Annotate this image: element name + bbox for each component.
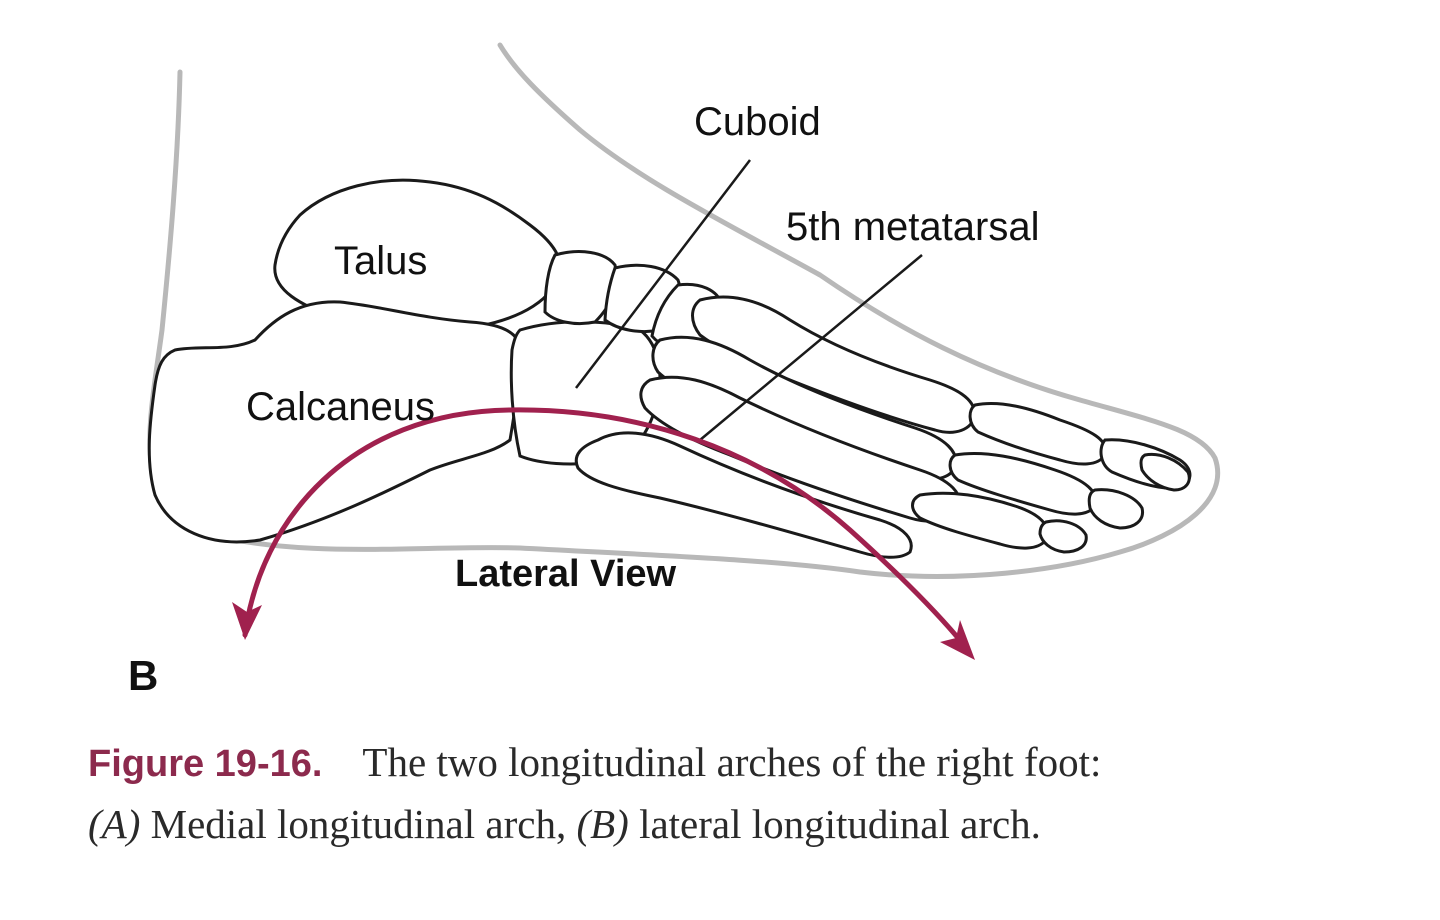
arrowhead-left (232, 602, 262, 640)
talus-bone (273, 178, 562, 335)
phalanx-4 (1139, 452, 1191, 492)
figure-caption: Figure 19-16. The two longitudinal arches… (88, 732, 1408, 854)
phalanx-1 (968, 401, 1108, 466)
view-title: Lateral View (455, 553, 677, 595)
fifth-metatarsal-bone (574, 431, 913, 559)
panel-letter: B (128, 652, 158, 699)
caption-text-a: Medial longitudinal arch, (140, 801, 577, 847)
caption-line1: The two longitudinal arches of the right… (362, 739, 1102, 785)
lateral-arch-arrow (242, 407, 971, 653)
cuboid-label: Cuboid (694, 100, 821, 144)
figure-number: Figure 19-16. (88, 743, 323, 785)
arrowhead-right (940, 620, 975, 660)
phalanx-3 (911, 491, 1049, 550)
navicular-bone (543, 250, 618, 326)
fifth-metatarsal-leader-line (699, 254, 923, 441)
calcaneus-label: Calcaneus (246, 385, 435, 429)
phalanx-3b (1038, 519, 1088, 554)
phalanx-2b (1087, 488, 1145, 530)
calcaneus-bone (147, 300, 522, 544)
cuboid-leader-line (575, 159, 751, 389)
talus-label: Talus (334, 239, 427, 283)
phalanx-2 (948, 452, 1098, 516)
caption-marker-b: (B) (576, 801, 629, 847)
caption-marker-a: (A) (88, 801, 141, 847)
fifth-metatarsal-label: 5th metatarsal (786, 205, 1039, 249)
caption-text-b: lateral longitudinal arch. (628, 801, 1041, 847)
